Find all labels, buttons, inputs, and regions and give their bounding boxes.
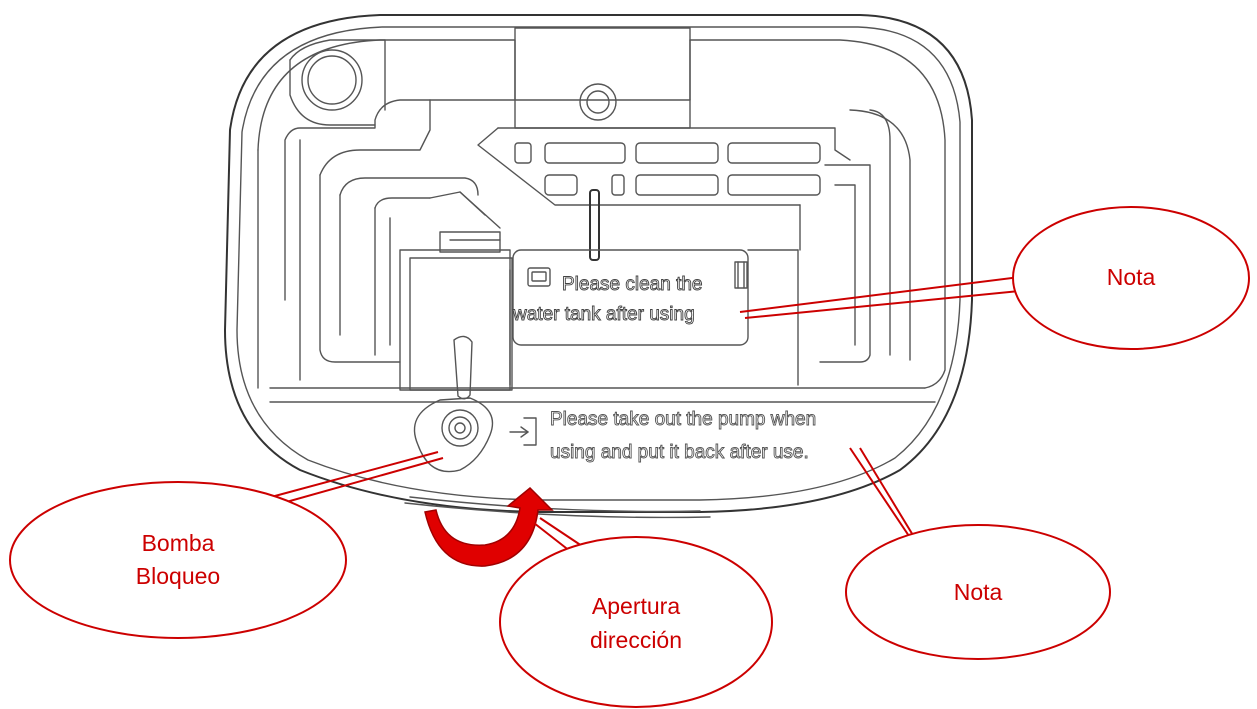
tank-note-label: Please clean the water tank after using xyxy=(512,274,703,326)
tank-note-line2: water tank after using xyxy=(512,304,695,325)
callout-apertura-direccion: Apertura dirección xyxy=(499,536,773,708)
callout-bomba-bloqueo: Bomba Bloqueo xyxy=(9,481,347,639)
callout-apertura-line2: dirección xyxy=(590,627,682,653)
tank-latch-icon xyxy=(734,261,748,289)
inner-frame xyxy=(257,39,946,403)
water-tank-icon xyxy=(527,267,551,287)
pump-note-line1: Please take out the pump when xyxy=(550,409,816,430)
callout-nota-top-text: Nota xyxy=(1107,264,1156,290)
tank-lid xyxy=(374,191,799,391)
top-screw-block xyxy=(477,27,851,261)
corner-plug xyxy=(289,39,386,126)
callout-nota-bottom-text: Nota xyxy=(954,579,1003,605)
pump-note-line2: using and put it back after use. xyxy=(550,442,809,463)
callout-bomba-line2: Bloqueo xyxy=(136,563,220,589)
pump-lock-knob xyxy=(413,335,494,473)
callout-nota-bottom: Nota xyxy=(845,524,1111,660)
pump-icon xyxy=(509,417,537,446)
rotation-arrow-icon xyxy=(424,486,554,567)
device-outline xyxy=(224,14,973,519)
callout-nota-top: Nota xyxy=(1012,206,1250,350)
callout-bomba-line1: Bomba xyxy=(142,530,215,556)
pump-note-label: Please take out the pump when using and … xyxy=(550,409,817,464)
callout-apertura-line1: Apertura xyxy=(592,593,680,619)
tank-note-line1: Please clean the xyxy=(562,274,703,295)
